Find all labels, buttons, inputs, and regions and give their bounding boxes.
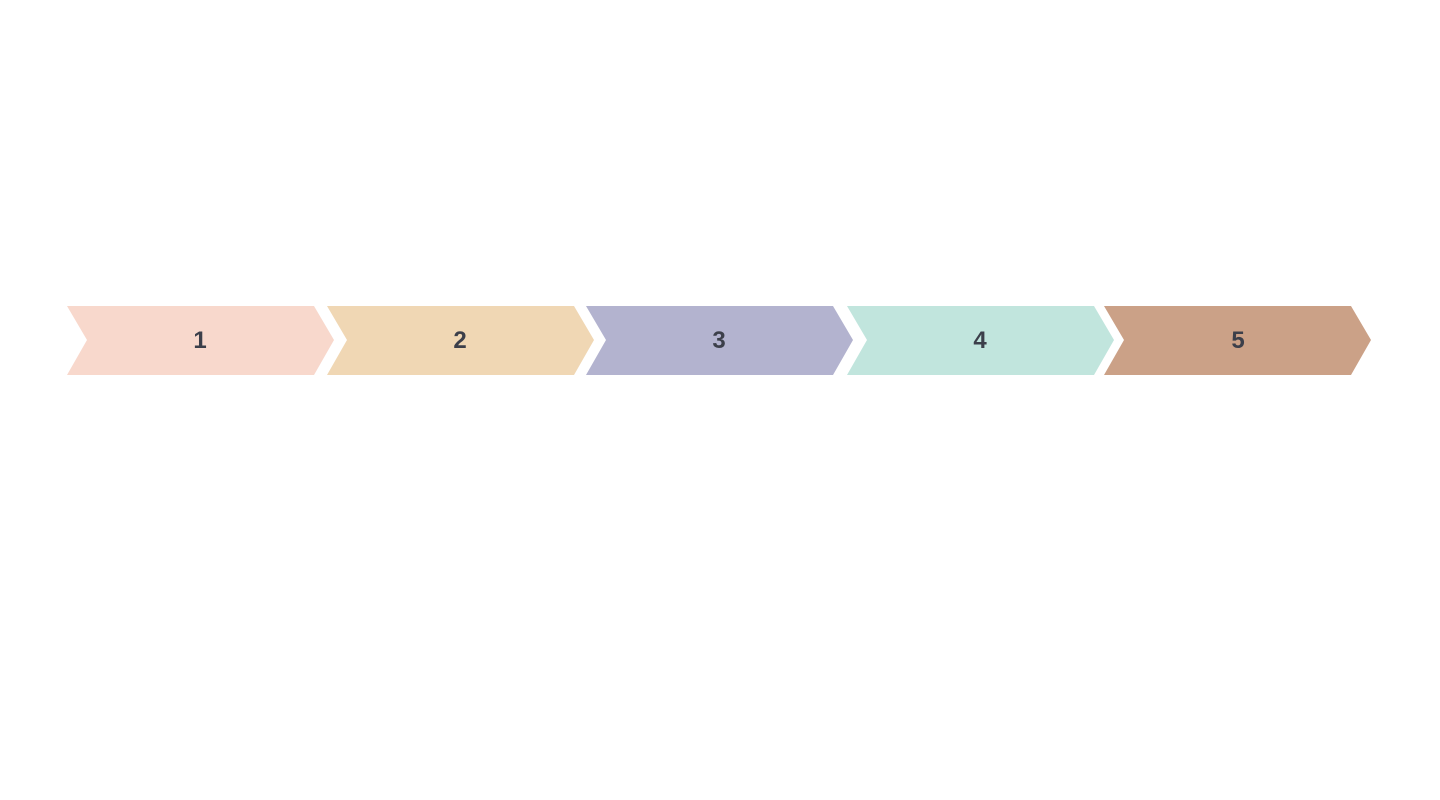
step-5: 5 bbox=[1104, 306, 1371, 375]
step-5-chevron bbox=[1104, 306, 1371, 375]
step-3-label: 3 bbox=[712, 327, 725, 354]
step-2-label: 2 bbox=[453, 327, 466, 354]
step-1-label: 1 bbox=[193, 327, 206, 354]
step-2-chevron bbox=[327, 306, 594, 375]
step-3: 3 bbox=[586, 306, 853, 375]
step-4: 4 bbox=[847, 306, 1114, 375]
step-5-label: 5 bbox=[1231, 327, 1244, 354]
step-1-chevron bbox=[67, 306, 334, 375]
step-2: 2 bbox=[327, 306, 594, 375]
step-3-chevron bbox=[586, 306, 853, 375]
step-4-label: 4 bbox=[973, 327, 987, 354]
step-4-chevron bbox=[847, 306, 1114, 375]
step-1: 1 bbox=[67, 306, 334, 375]
